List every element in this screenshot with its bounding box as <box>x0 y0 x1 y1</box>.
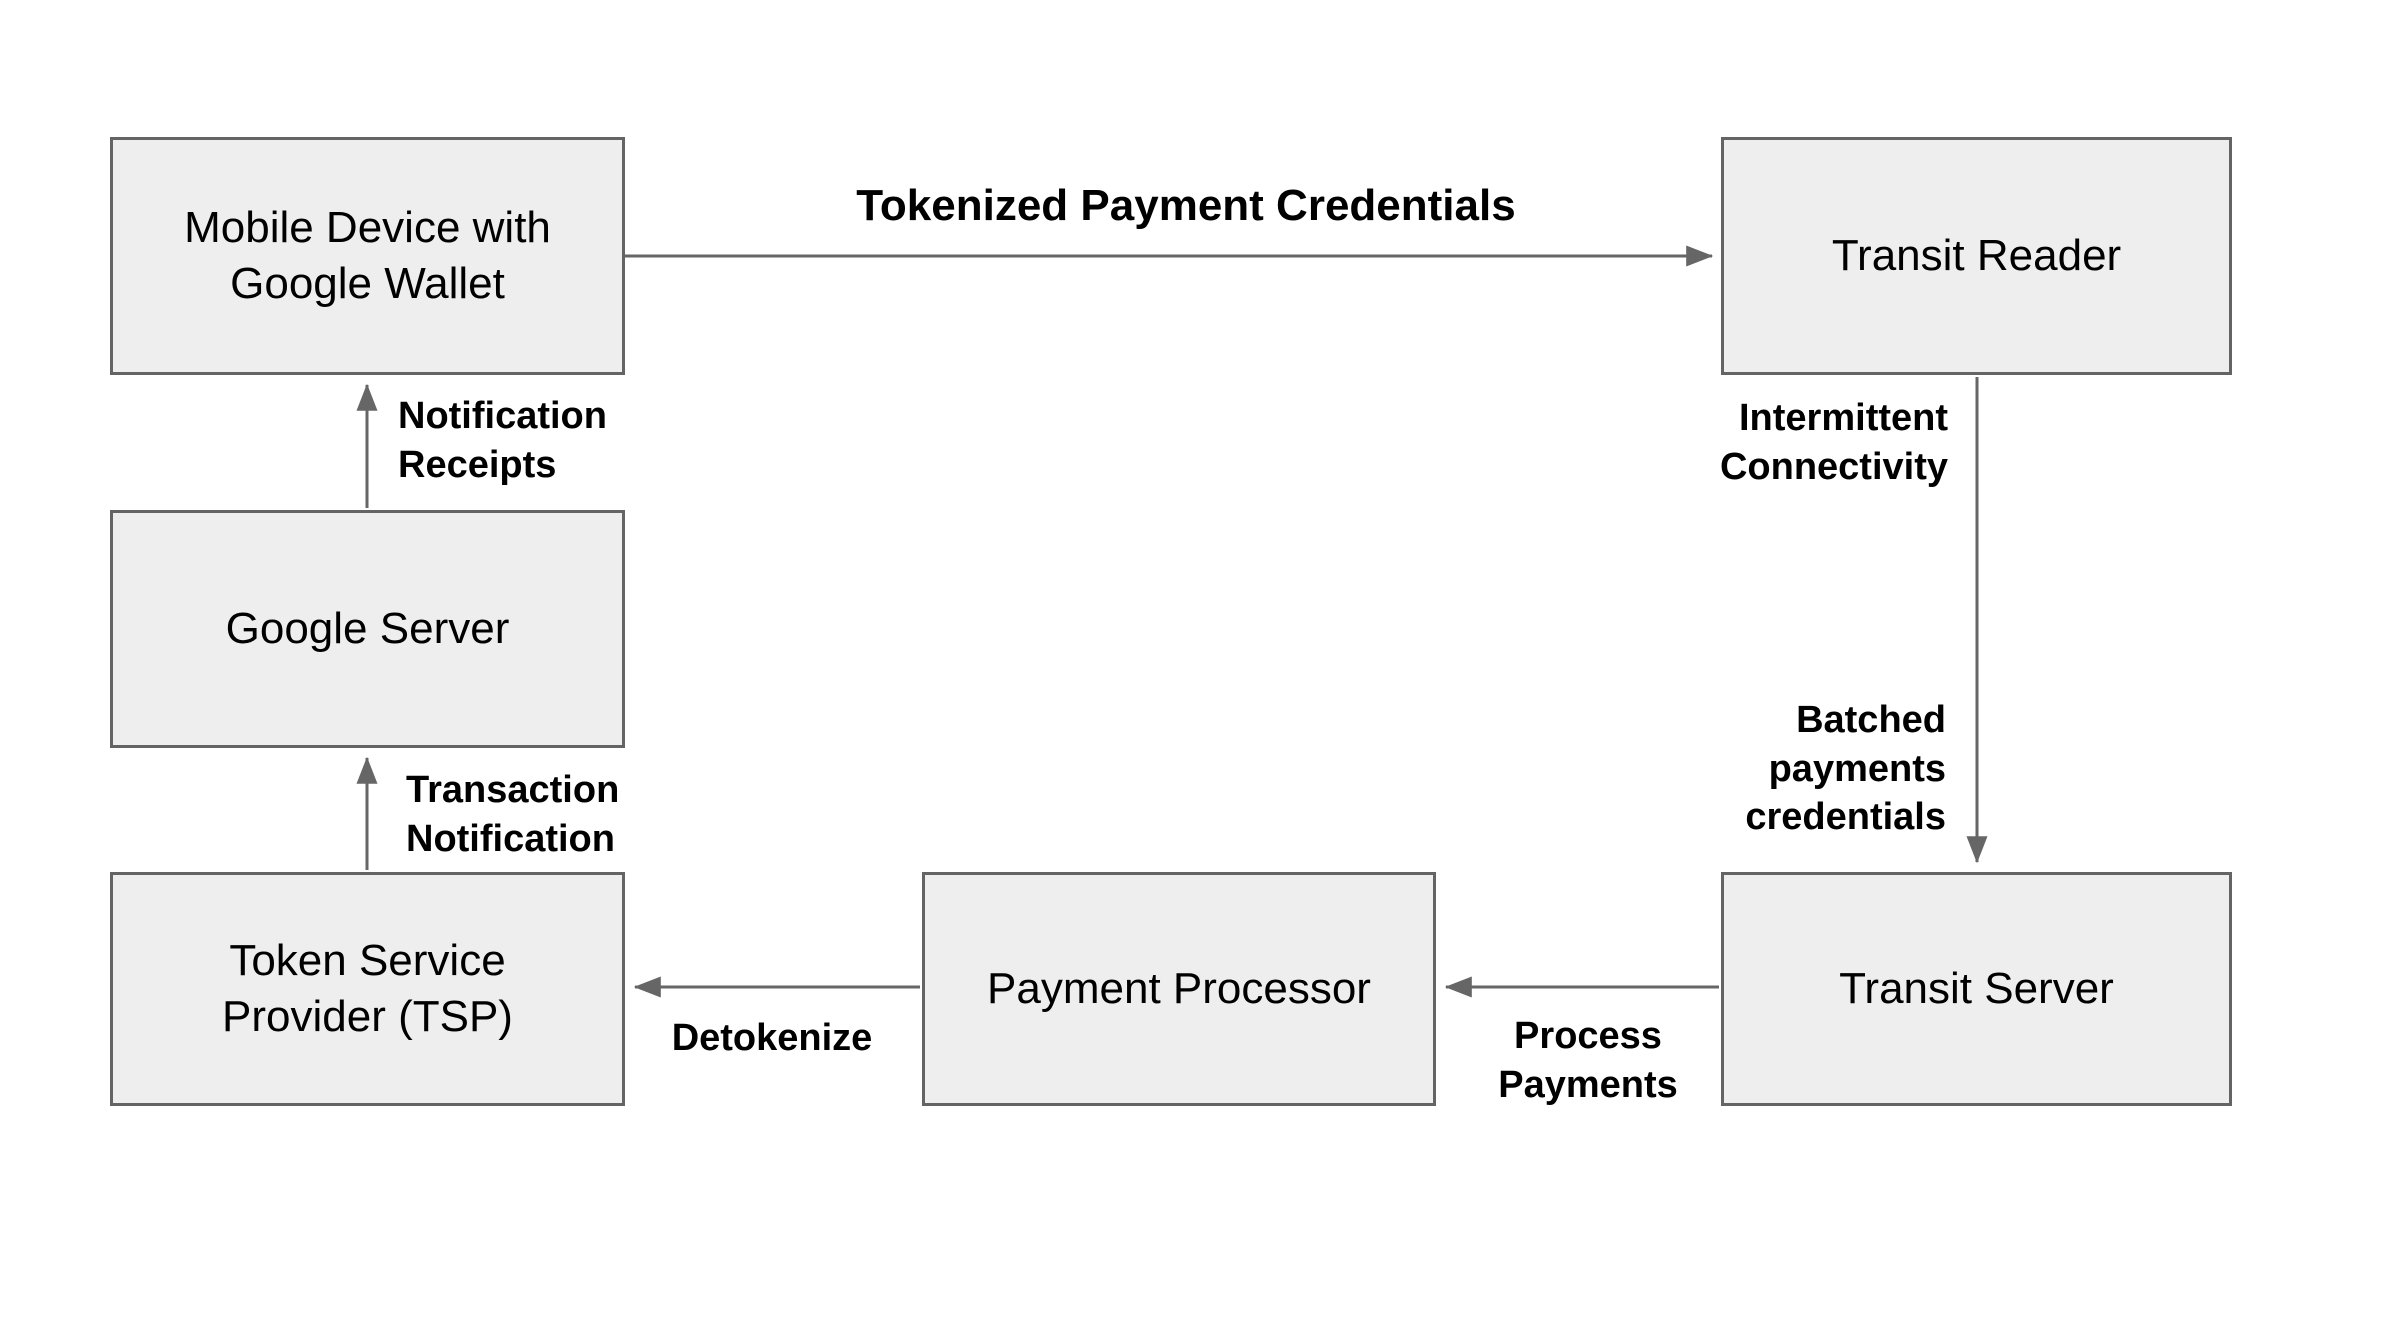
node-payment-processor-label: Payment Processor <box>987 964 1371 1014</box>
node-transit-server-label: Transit Server <box>1839 964 2114 1014</box>
node-transit-server: Transit Server <box>1721 872 2232 1106</box>
node-google-server-label: Google Server <box>225 604 510 654</box>
edge-label-detokenize: Detokenize <box>671 1017 873 1059</box>
node-transit-reader: Transit Reader <box>1721 137 2232 375</box>
node-google-server: Google Server <box>110 510 625 748</box>
node-token-service-provider: Token Service Provider (TSP) <box>110 872 625 1106</box>
edge-label-batched-payments-credentials: Batched payments credentials <box>1745 699 1946 839</box>
node-transit-reader-label: Transit Reader <box>1831 231 2122 281</box>
edge-label-process-payments: Process Payments <box>1498 1015 1678 1106</box>
edge-label-notification-receipts: Notification Receipts <box>398 395 607 486</box>
edge-label-tokenized-payment-credentials: Tokenized Payment Credentials <box>856 181 1516 230</box>
node-payment-processor: Payment Processor <box>922 872 1436 1106</box>
edge-label-intermittent-connectivity: Intermittent Connectivity <box>1719 397 1948 488</box>
edge-label-transaction-notification: Transaction Notification <box>406 769 620 860</box>
node-mobile-device-google-wallet: Mobile Device with Google Wallet <box>110 137 625 375</box>
node-token-service-provider-label: Token Service Provider (TSP) <box>222 936 513 1041</box>
node-mobile-device-google-wallet-label: Mobile Device with Google Wallet <box>184 203 551 308</box>
